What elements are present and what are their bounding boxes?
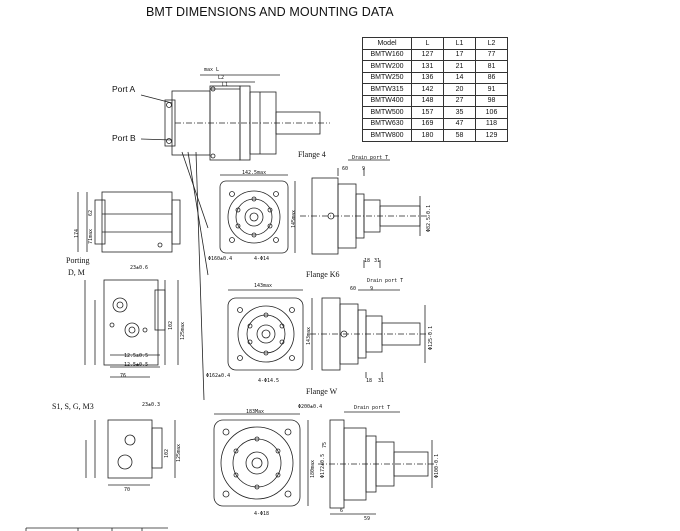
flange4-label: Flange 4 [298,150,326,159]
dim-31-k6: 31 [378,378,385,384]
flange4-front [219,174,296,254]
dim-18-f4: 18 [364,258,371,264]
flangek6-side [310,289,430,378]
dim-75: 75 [322,441,328,448]
table-cell: 77 [475,48,508,61]
s1-label: S1, S, G, M3 [52,402,94,411]
dim-162: Φ162±0.4 [206,373,231,379]
porting-label: Porting [66,256,90,265]
dim-142: 142.5max [242,170,267,176]
port-detail-dm [84,279,179,378]
dim-4-145: 4-Φ14.5 [258,378,280,384]
dim-18-k6: 18 [366,378,373,384]
drain-port-label-k6: Drain port T [367,278,404,284]
dim-71: 71max [88,228,94,244]
dim-160: Φ160±0.4 [208,256,233,262]
flangek6-front [227,289,313,371]
port-a-label: Port A [112,84,136,94]
page-title: BMT DIMENSIONS AND MOUNTING DATA [146,5,394,19]
dim-62: 62 [88,209,94,216]
table-cell: 118 [475,117,508,130]
table-cell: 129 [475,129,508,142]
dim-70: 70 [124,487,131,493]
table-cell: 17 [443,48,476,61]
port-detail-s1 [85,419,176,486]
dim-23-s1: 23±0.3 [142,402,161,408]
drain-port-label-w: Drain port T [354,405,391,411]
dim-143: 143max [254,283,273,289]
dim-100: Φ100-0.1 [434,453,440,478]
table-cell: 58 [443,129,476,142]
dim-l1: L1 [222,82,229,88]
dim-l2: L2 [218,75,225,81]
table-header-row: Model L L1 L2 [362,37,508,50]
drain-port-label-f4: Drain port T [352,155,389,161]
dim-125max-dm: 125max [180,321,186,340]
dim-max-l: max L [204,67,220,73]
dim-125-b: 12.5±0.5 [124,362,149,368]
dim-31-f4: 31 [374,258,381,264]
dim-143max: 143max [306,326,312,345]
dim-9-f4: 9 [362,166,366,172]
dim-102-s1: 102 [164,448,170,458]
dim-125max-s1: 125max [176,443,182,462]
dim-200: Φ200±0.4 [298,404,323,410]
dim-60-f4: 60 [342,166,349,172]
flangew-side [318,411,436,515]
dm-label: D, M [68,268,85,277]
dim-125-a: 12.5±0.5 [124,353,149,359]
dim-145max: 145max [291,209,297,228]
dim-125c: Φ125-0.1 [428,325,434,350]
flangew-front [213,413,309,507]
table-cell: 106 [475,106,508,119]
dim-4-14: 4-Φ14 [254,256,270,262]
flangek6-label: Flange K6 [306,270,340,279]
column-header: L2 [475,37,508,50]
dim-60-k6: 60 [350,286,357,292]
dim-172: Φ172±0.5 [320,453,326,478]
dim-183: 183Max [246,409,265,415]
flangew-label: Flange W [306,387,338,396]
porting-side-view [77,191,181,253]
table-cell: BMTW160 [362,48,412,61]
port-b-label: Port B [112,133,136,143]
dim-82: Φ82.5-0.1 [426,204,432,232]
table-cell: 91 [475,83,508,96]
flange4-side [300,159,430,268]
dim-4-18: 4-Φ18 [254,511,270,517]
dim-9-k6: 9 [370,286,374,292]
dim-174: 174 [74,228,80,238]
dim-59: 59 [364,516,371,522]
dim-6: 6 [340,508,344,514]
dim-76: 76 [120,373,127,379]
motor-side-view [164,74,330,161]
dim-180max: 180max [310,459,316,478]
dim-23-dm: 23±0.6 [130,265,149,271]
dim-102-dm: 102 [168,320,174,330]
